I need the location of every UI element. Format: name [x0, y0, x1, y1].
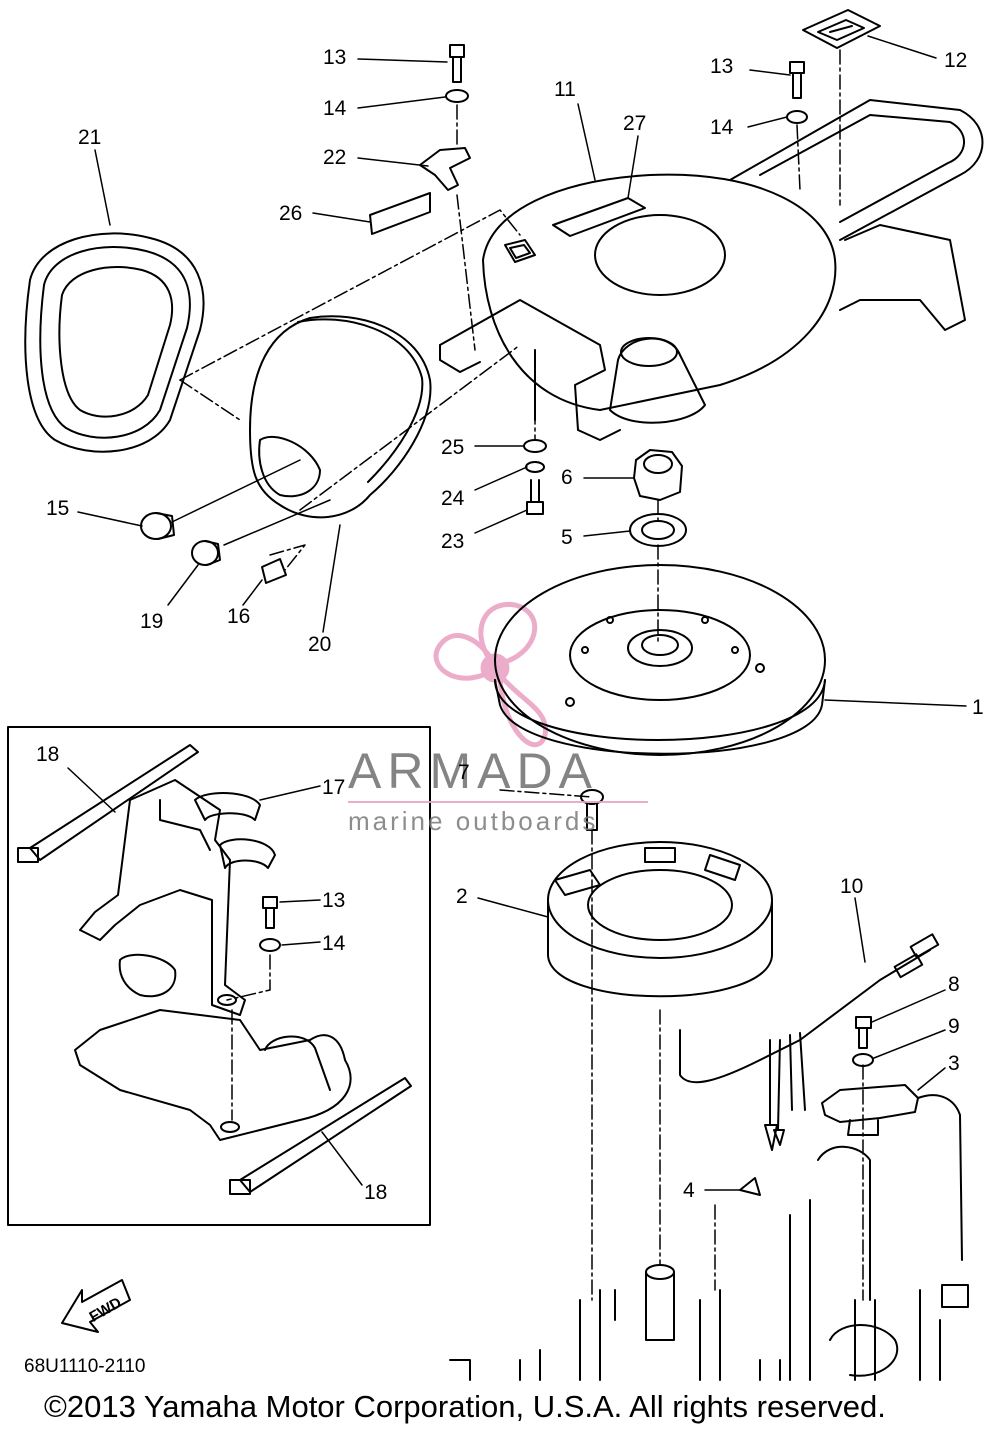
- washer-9: [852, 1053, 874, 1067]
- plug-19: [191, 540, 221, 566]
- callout-21: 21: [78, 126, 102, 149]
- callout-27: 27: [623, 112, 647, 135]
- callout-26: 26: [279, 202, 303, 225]
- callout-23: 23: [441, 530, 465, 553]
- callout-19: 19: [140, 610, 164, 633]
- callout-13-right: 13: [710, 55, 734, 78]
- cable-tie-18-bottom: [229, 1077, 412, 1195]
- engine-block-top: [449, 1145, 941, 1381]
- watermark-propeller-logo: [433, 601, 548, 748]
- hose-clamp-22: [419, 147, 471, 191]
- callout-14-right: 14: [710, 116, 734, 139]
- inset-bracket-assembly: [74, 779, 352, 1141]
- watermark-rule: [348, 801, 648, 803]
- callout-14-top: 14: [323, 97, 347, 120]
- flywheel-magnet-1: [494, 564, 826, 756]
- alignment-lines: [179, 49, 864, 1301]
- silencer-body-20: [249, 315, 432, 519]
- cable-holder-17: [194, 792, 276, 869]
- watermark-subtitle: marine outboards: [348, 806, 599, 836]
- clamp-4: [739, 1177, 761, 1196]
- callout-9: 9: [948, 1015, 960, 1038]
- callout-1: 1: [972, 696, 984, 719]
- watermark-title: ARMADA: [348, 743, 598, 799]
- washer-25: [523, 439, 547, 453]
- washer-14-inset: [259, 938, 281, 952]
- label-27: [552, 197, 646, 237]
- washer-14-right: [786, 110, 808, 124]
- callout-12: 12: [944, 49, 968, 72]
- callout-6: 6: [561, 466, 573, 489]
- callout-4: 4: [683, 1179, 695, 1202]
- silencer-frame-21: [24, 232, 205, 453]
- label-16: [261, 558, 287, 584]
- nut-6: [633, 449, 683, 501]
- callout-14-inset: 14: [322, 932, 346, 955]
- callout-7: 7: [458, 761, 470, 784]
- bolt-13-right: [789, 61, 805, 99]
- caution-label-26: [369, 192, 431, 235]
- pulser-coil-3: [821, 1084, 969, 1308]
- callout-17: 17: [322, 776, 346, 799]
- callout-5: 5: [561, 526, 573, 549]
- drawing-code: 68U1110-2110: [24, 1356, 146, 1377]
- callout-25: 25: [441, 436, 465, 459]
- bolt-23: [526, 479, 544, 515]
- sticker-12: [802, 9, 881, 49]
- copyright-notice: ©2013 Yamaha Motor Corporation, U.S.A. A…: [44, 1389, 886, 1424]
- callout-18-bottom: 18: [364, 1181, 388, 1204]
- callout-10: 10: [840, 875, 864, 898]
- fwd-direction-arrow: FWD: [61, 1279, 131, 1333]
- callout-13-top: 13: [323, 46, 347, 69]
- bolt-13-inset: [262, 896, 278, 929]
- fwd-label: FWD: [86, 1294, 124, 1326]
- callout-8: 8: [948, 973, 960, 996]
- callout-15: 15: [46, 497, 70, 520]
- stator-assembly-2: [547, 841, 773, 998]
- callout-18-top: 18: [36, 743, 60, 766]
- callout-16: 16: [227, 605, 251, 628]
- callout-22: 22: [323, 146, 347, 169]
- callout-2: 2: [456, 885, 468, 908]
- bolt-8: [855, 1016, 872, 1049]
- callout-24: 24: [441, 487, 465, 510]
- flywheel-cover-11: [439, 99, 984, 441]
- washer-14-top: [445, 89, 469, 103]
- callout-13-inset: 13: [322, 889, 346, 912]
- detail-inset-box: [7, 726, 431, 1226]
- callout-20: 20: [308, 633, 332, 656]
- plug-15: [140, 512, 175, 540]
- callout-3: 3: [948, 1052, 960, 1075]
- lead-wire-10: [679, 933, 940, 1151]
- callout-11: 11: [554, 78, 576, 101]
- callout-leader-lines: [67, 35, 967, 1191]
- bolt-13-top: [449, 44, 465, 83]
- washer-24: [525, 461, 545, 473]
- cable-tie-18-top: [17, 744, 199, 863]
